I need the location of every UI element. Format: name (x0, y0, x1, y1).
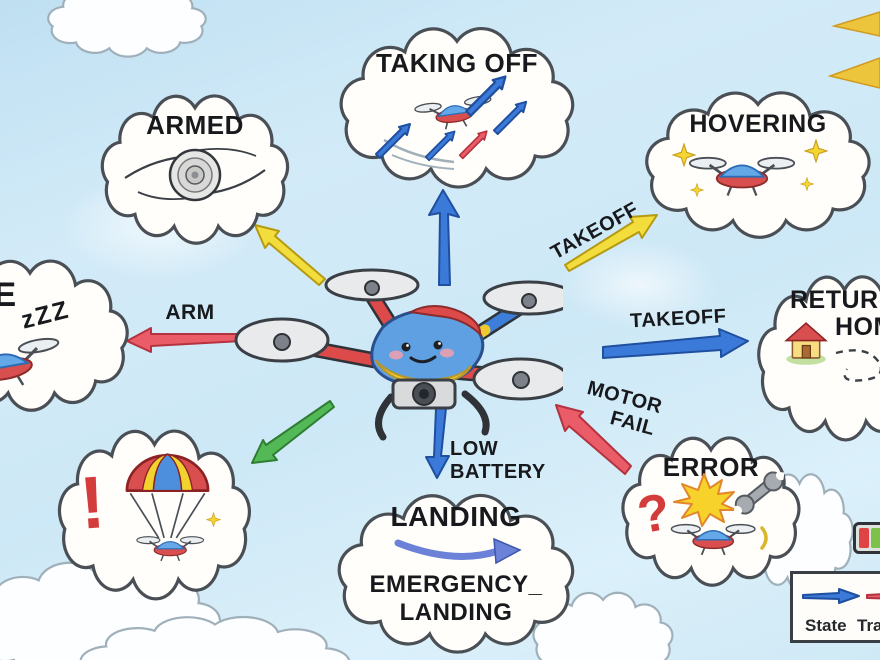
parachute-drone-icon (125, 453, 221, 562)
state-cloud-return-home: RETURN HOME (752, 268, 880, 443)
central-drone-illustration (234, 268, 563, 441)
arrow-arm-to-idle (126, 327, 243, 353)
legend-arrows (802, 588, 880, 604)
sparkle-icon (800, 177, 814, 191)
state-cloud-taking-off: TAKING OFF (332, 20, 582, 190)
arrow-to-parachute (251, 400, 335, 464)
sparkle-icon (690, 183, 704, 197)
legend-state-arrow (802, 588, 860, 604)
transition-label-takeoff-return-home: TAKEOFF (629, 305, 727, 333)
sparkle-icon (804, 139, 828, 163)
battery-red-segment (859, 528, 869, 548)
hovering-drone-icon (672, 139, 828, 197)
sun-icon (827, 11, 880, 89)
state-cloud-idle: IDLE zZZ (0, 253, 135, 413)
arrow-low-battery (425, 407, 450, 479)
state-label-hovering: HOVERING (689, 110, 827, 138)
arrow-takeoff-to-return-home (602, 328, 749, 359)
spinning-rotor-icon (124, 147, 266, 202)
legend-transition-label: Trans (857, 616, 880, 635)
state-cloud-armed: ARMED (95, 88, 295, 246)
state-cloud-landing: LANDING EMERGENCY_ LANDING (330, 487, 582, 655)
state-label-taking-off: TAKING OFF (376, 48, 538, 78)
burning-drone-icon (670, 473, 768, 556)
transition-label-arm: ARM (165, 301, 215, 324)
arrow-motor-fail (555, 404, 632, 475)
arrow-to-armed (254, 224, 326, 286)
arrow-to-taking-off (428, 189, 460, 286)
arrow-takeoff-to-hovering (564, 214, 658, 272)
state-label-armed: ARMED (146, 110, 244, 140)
state-label-return: RETURN (790, 286, 880, 314)
battery-icon (853, 522, 880, 554)
state-cloud-error: ERROR ? (616, 430, 806, 588)
legend-box: State Trans (790, 571, 880, 643)
wrench-icon (733, 470, 785, 516)
sleeping-drone-icon (0, 334, 67, 400)
state-label-home: HOME (835, 313, 880, 341)
climbing-drone-icon (375, 75, 528, 170)
state-label-idle: IDLE (0, 276, 17, 314)
sparkle-icon (206, 512, 221, 527)
transition-label-low-battery: LOW BATTERY (450, 438, 546, 483)
landing-transition-arrow (394, 537, 522, 565)
legend-state-label: State (805, 616, 847, 635)
state-label-emergency-line2: LANDING (399, 599, 513, 626)
state-label-error: ERROR (662, 452, 760, 482)
battery-green-segment (871, 528, 880, 548)
house-icon (784, 322, 880, 382)
state-label-emergency-line1: EMERGENCY_ (369, 571, 543, 598)
state-label-landing: LANDING (390, 501, 522, 532)
state-cloud-hovering: HOVERING (638, 85, 878, 240)
legend-transition-arrow (866, 593, 880, 600)
state-cloud-emergency-parachute: ! (52, 422, 257, 602)
exclamation-mark: ! (77, 460, 108, 545)
